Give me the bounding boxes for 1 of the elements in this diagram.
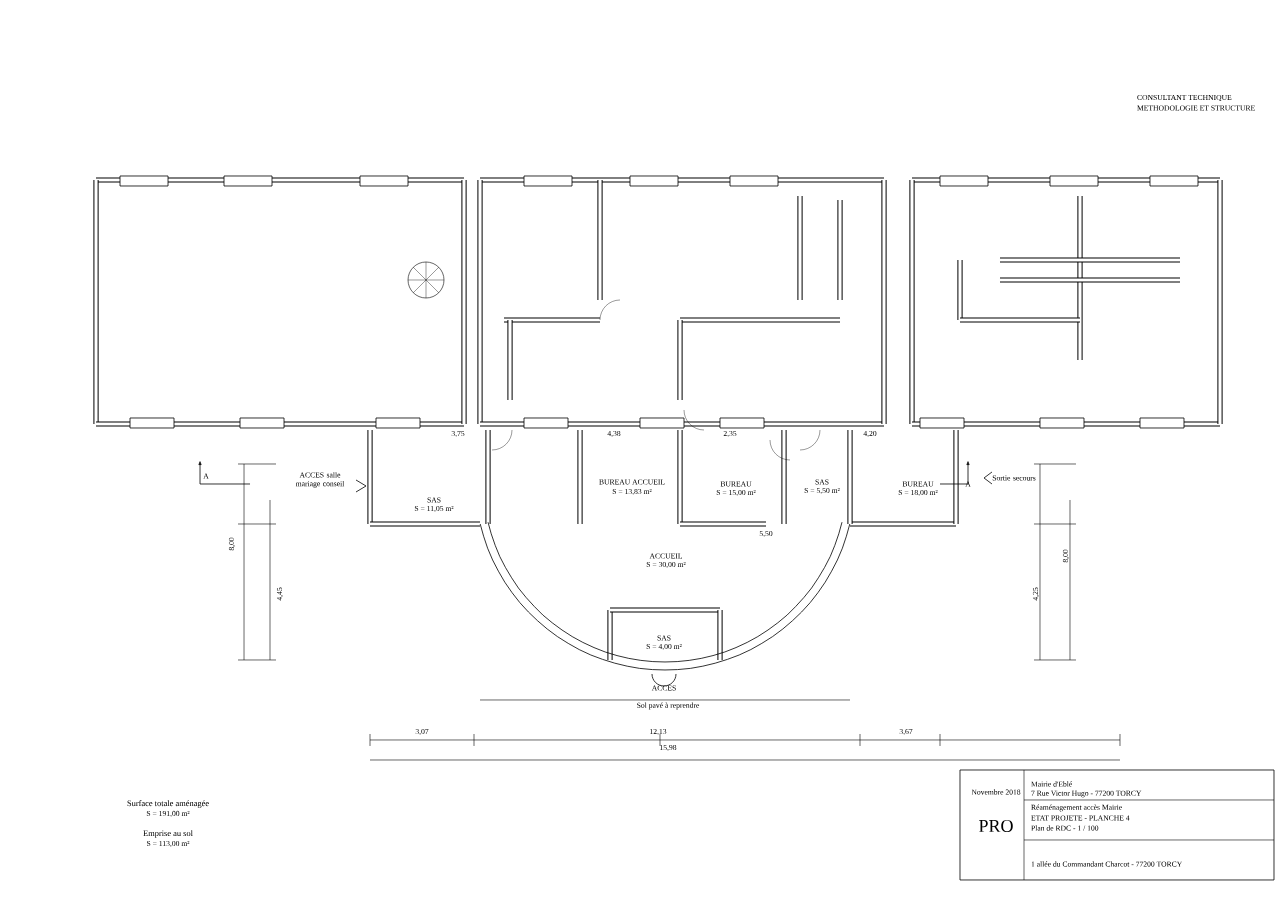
plan-label: PRO [979,819,1013,833]
